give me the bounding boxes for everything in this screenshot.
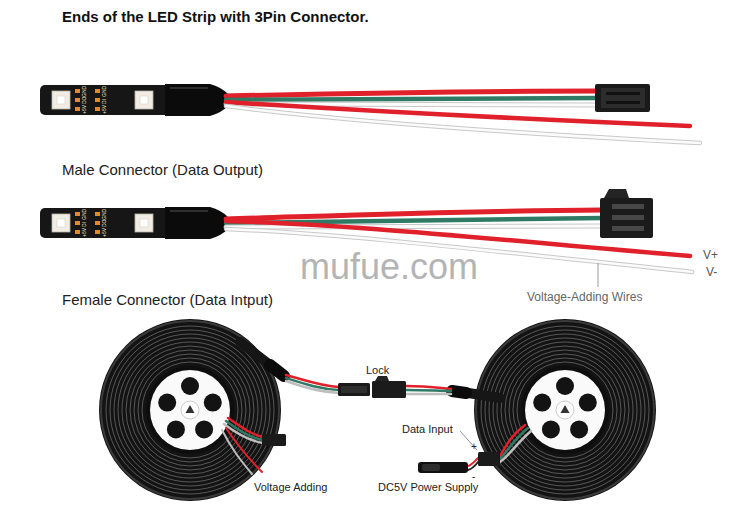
led-strip [40,84,228,116]
male-connector [595,84,650,112]
leader-line [598,263,599,287]
led-reel [99,319,656,501]
part-label: Voltage Adding [254,481,327,494]
pad-label: +5V [102,228,107,237]
part-label: Lock [366,364,389,377]
wire [500,428,528,459]
wire [286,381,339,393]
female-connector [604,189,629,198]
polarity-sign: - [472,471,475,483]
leader-line [598,263,599,287]
wire [222,375,531,474]
wire [468,462,478,470]
wire [406,390,451,391]
pad-label: DO [102,220,107,228]
caption: Female Connector (Data Intput) [62,291,273,308]
wire [222,430,252,474]
female-connector [600,189,653,238]
title: Ends of the LED Strip with 3Pin Connecto… [62,8,369,25]
wire [500,431,531,462]
wire-label: Voltage-Adding Wires [527,291,642,305]
connector [341,386,367,393]
power-plug [418,462,468,473]
female-connector [612,204,644,209]
pad-label: +5V [102,105,107,114]
male-connector [595,84,650,112]
led-strip [40,207,228,239]
wire [226,91,597,96]
pad-label: GND [82,209,87,220]
pad-label: +5V [82,105,87,114]
strip-end [270,365,284,376]
connector [262,434,286,446]
pad-label: GND [102,209,107,220]
connector [375,376,389,381]
power-plug [422,464,440,471]
male-connector [601,88,645,108]
female-connector [600,198,653,238]
pad-label: GND [82,86,87,97]
pad-label: DI [82,222,87,227]
power-plug [418,462,468,473]
strip-end [452,391,466,393]
polarity-sign: + [471,441,477,453]
pad-label: +5V [82,228,87,237]
connector [338,383,370,396]
pad-label: DI [102,99,107,104]
male-connector [606,101,640,104]
female-connector [612,215,644,220]
wire [406,386,451,389]
part-label: DC5V Power Supply [378,481,478,494]
part-label: Data Input [402,423,453,436]
pin-name: V- [706,266,717,280]
led-strip [40,207,228,239]
pin-name: V+ [703,249,718,263]
strip-end [240,342,500,398]
connector [262,376,500,466]
watermark: mufue.com [300,246,478,287]
wire [226,98,597,100]
led-strip [40,84,228,116]
led-reel [99,319,281,501]
caption: Male Connector (Data Output) [62,161,263,178]
connector [372,381,406,398]
wire [226,226,602,227]
male-connector [606,92,640,95]
connector [478,452,500,466]
wire [226,226,602,227]
pad-label: DO [82,97,87,105]
wire [406,393,451,396]
female-connector [612,226,644,231]
led-reel [474,319,656,501]
pad-label: GND [102,86,107,97]
